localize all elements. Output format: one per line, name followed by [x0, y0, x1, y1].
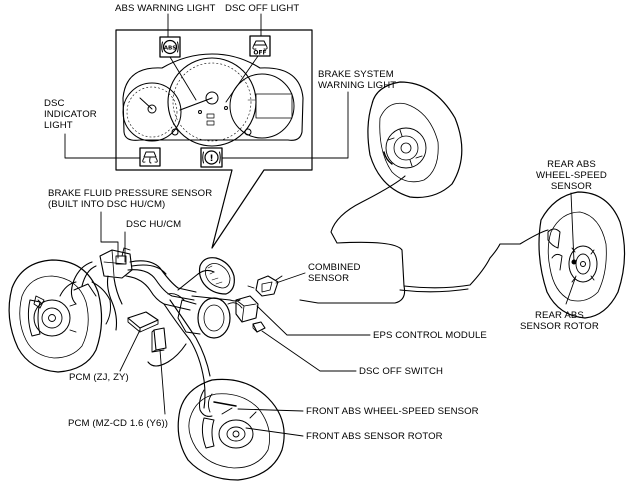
cluster-callout	[115, 29, 313, 249]
rear-upper-wheel	[367, 81, 463, 199]
rear-abs-wheel-speed-sensor-line-3: SENSOR	[550, 181, 593, 192]
pcm-mz-cd-part	[151, 327, 167, 353]
rear-abs-sensor-rotor-line-2: SENSOR ROTOR	[520, 321, 599, 332]
brake-fluid-pressure-sensor-line-2: (BUILT INTO DSC HU/CM)	[48, 199, 166, 210]
brake-fluid-pressure-sensor-label: BRAKE FLUID PRESSURE SENSOR (BUILT INTO …	[48, 188, 212, 210]
brake-pipes	[70, 260, 241, 409]
dsc-hu-cm-label: DSC HU/CM	[126, 219, 182, 230]
instrument-cluster	[122, 53, 304, 147]
pcm-zj-zy-part	[127, 311, 159, 333]
dsc-off-light-label: DSC OFF LIGHT	[225, 3, 300, 14]
dsc-indicator-light-line-2: INDICATOR	[44, 109, 97, 120]
dsc-indicator-light-line-3: LIGHT	[44, 120, 73, 131]
brake-line-rear	[299, 175, 549, 304]
rear-abs-sensor-rotor-label: REAR ABS SENSOR ROTOR	[520, 310, 599, 332]
pcm-zj-zy-label: PCM (ZJ, ZY)	[69, 372, 129, 383]
rear-abs-wheel-speed-sensor-line-1: REAR ABS	[547, 159, 596, 170]
brake-system-warning-light-line-2: WARNING LIGHT	[318, 80, 397, 91]
front-sensor-wire	[199, 389, 213, 417]
leader-lines	[64, 13, 577, 437]
brake-warning-icon: !	[200, 147, 223, 168]
front-abs-wheel-speed-sensor-label: FRONT ABS WHEEL-SPEED SENSOR	[306, 406, 479, 417]
combined-sensor-line-1: COMBINED	[308, 262, 361, 273]
eps-control-module-part	[235, 295, 259, 323]
svg-text:ABS: ABS	[164, 46, 177, 52]
rear-abs-wheel-speed-sensor-label: REAR ABS WHEEL-SPEED SENSOR	[536, 159, 607, 192]
svg-text:!: !	[209, 154, 213, 164]
dsc-off-switch-part	[252, 321, 266, 333]
dsc-indicator-icon	[139, 147, 161, 167]
svg-text:OFF: OFF	[253, 50, 266, 57]
brake-system-warning-light-line-1: BRAKE SYSTEM	[318, 69, 394, 80]
rear-right-wheel	[538, 191, 626, 319]
dsc-off-icon: OFF	[249, 35, 271, 57]
eps-control-module-label: EPS CONTROL MODULE	[373, 330, 487, 341]
dsc-indicator-light-label: DSC INDICATOR LIGHT	[44, 98, 97, 131]
pcm-mz-cd-label: PCM (MZ-CD 1.6 (Y6))	[68, 418, 169, 429]
front-right-wheel	[177, 378, 285, 481]
dsc-hu-cm-assembly	[99, 247, 133, 279]
rear-abs-wheel-speed-sensor-line-2: WHEEL-SPEED	[536, 170, 607, 181]
brake-booster	[167, 293, 243, 339]
dsc-indicator-light-line-1: DSC	[44, 98, 65, 109]
front-suspension	[59, 281, 111, 325]
combined-sensor-part	[247, 275, 283, 297]
front-left-wheel	[8, 259, 103, 373]
abs-warning-light-label: ABS WARNING LIGHT	[115, 3, 216, 14]
combined-sensor-label: COMBINED SENSOR	[308, 262, 361, 284]
rear-abs-sensor-rotor-line-1: REAR ABS	[535, 310, 584, 321]
brake-system-warning-light-label: BRAKE SYSTEM WARNING LIGHT	[318, 69, 396, 91]
brake-fluid-pressure-sensor-line-1: BRAKE FLUID PRESSURE SENSOR	[48, 188, 213, 199]
combined-sensor-line-2: SENSOR	[308, 273, 350, 284]
front-abs-sensor-rotor-label: FRONT ABS SENSOR ROTOR	[306, 431, 443, 442]
dsc-off-switch-label: DSC OFF SWITCH	[359, 366, 444, 377]
steering-angle-part	[198, 257, 235, 295]
